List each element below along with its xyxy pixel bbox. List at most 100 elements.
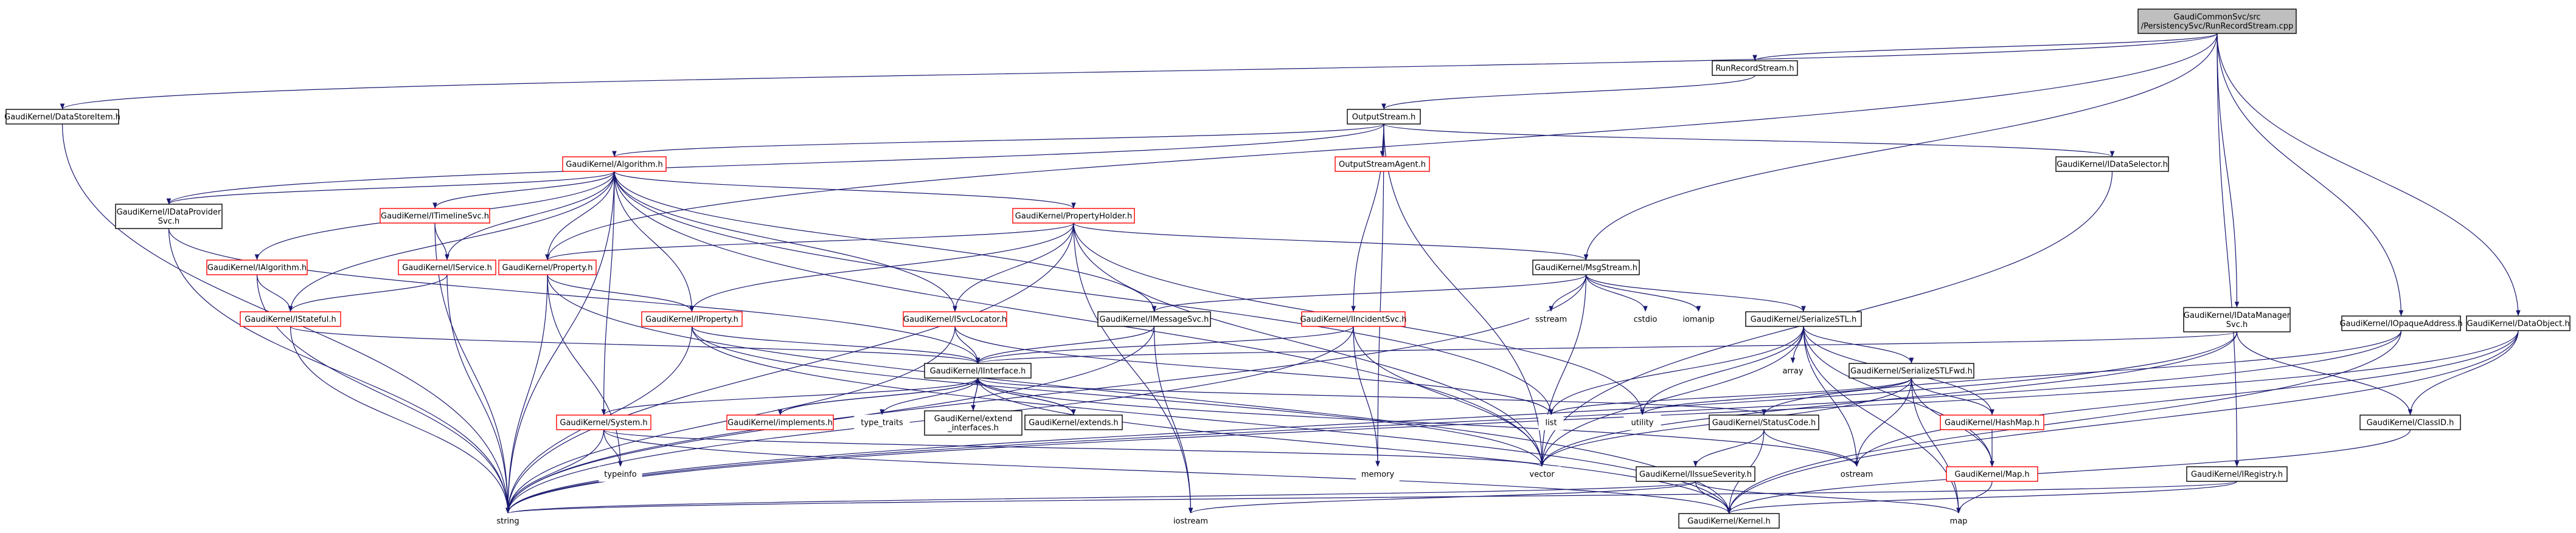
node-label-runrecordstream: RunRecordStream.h bbox=[1715, 64, 1794, 74]
node-serializestlfwd[interactable]: GaudiKernel/SerializeSTLFwd.h bbox=[1849, 363, 1974, 379]
node-ialgorithm[interactable]: GaudiKernel/IAlgorithm.h bbox=[206, 260, 308, 275]
node-label-istateful: GaudiKernel/IStateful.h bbox=[245, 315, 336, 325]
node-label-extend-interfaces: _interfaces.h bbox=[947, 424, 999, 433]
edge-algorithm-to-list bbox=[614, 171, 1554, 416]
node-datastoreitem[interactable]: GaudiKernel/DataStoreItem.h bbox=[4, 109, 120, 125]
edge-serializestl-to-serializestlfwd bbox=[1803, 326, 1914, 364]
edge-serializestl-to-map bbox=[1803, 326, 1961, 514]
node-box-statuscode bbox=[1709, 414, 1819, 430]
node-iincidentsvc[interactable]: GaudiKernel/IIncidentSvc.h bbox=[1300, 311, 1407, 327]
node-istateful[interactable]: GaudiKernel/IStateful.h bbox=[240, 311, 341, 327]
edge-imessagesvc-to-iostream bbox=[1153, 326, 1193, 514]
node-algorithm[interactable]: GaudiKernel/Algorithm.h bbox=[562, 156, 667, 172]
node-label-imessagesvc: GaudiKernel/IMessageSvc.h bbox=[1100, 315, 1209, 325]
node-extend-interfaces[interactable]: GaudiKernel/extend_interfaces.h bbox=[924, 410, 1022, 436]
node-label-extend-interfaces: GaudiKernel/extend bbox=[934, 414, 1012, 424]
edge-istateful-to-string bbox=[290, 326, 510, 514]
node-sstream: sstream bbox=[1529, 311, 1573, 327]
edge-system-to-typeinfo bbox=[603, 429, 623, 467]
node-label-iincidentsvc: GaudiKernel/IIncidentSvc.h bbox=[1300, 315, 1406, 325]
node-cstdio: cstdio bbox=[1626, 311, 1664, 327]
node-implements[interactable]: GaudiKernel/implements.h bbox=[726, 414, 834, 430]
edge-msgstream-to-sstream bbox=[1549, 274, 1587, 312]
node-kernel[interactable]: GaudiKernel/Kernel.h bbox=[1678, 513, 1780, 529]
edge-serializestl-to-list bbox=[1549, 326, 1804, 416]
node-iinterface[interactable]: GaudiKernel/IInterface.h bbox=[924, 363, 1032, 379]
node-statuscode[interactable]: GaudiKernel/StatusCode.h bbox=[1709, 414, 1819, 430]
node-label-property: GaudiKernel/Property.h bbox=[502, 264, 593, 273]
edge-outputstream-to-iincidentsvc bbox=[1351, 123, 1384, 312]
edge-property-to-kernel bbox=[547, 274, 1732, 514]
node-box-string bbox=[486, 513, 530, 529]
node-string: string bbox=[486, 513, 530, 529]
node-label-idatamanagersvc: Svc.h bbox=[2226, 320, 2248, 329]
edge-algorithm-to-iproperty bbox=[614, 171, 695, 312]
node-label-ialgorithm: GaudiKernel/IAlgorithm.h bbox=[207, 264, 307, 273]
node-root[interactable]: GaudiCommonSvc/src/PersistencySvc/RunRec… bbox=[2137, 9, 2297, 34]
node-label-typeinfo: typeinfo bbox=[604, 470, 636, 480]
node-iregistry[interactable]: GaudiKernel/IRegistry.h bbox=[2186, 466, 2288, 482]
node-label-map-h: GaudiKernel/Map.h bbox=[1954, 470, 2029, 480]
edge-msgstream-to-iomanip bbox=[1585, 274, 1701, 312]
node-extends[interactable]: GaudiKernel/extends.h bbox=[1024, 414, 1123, 430]
node-classid[interactable]: GaudiKernel/ClassID.h bbox=[2359, 414, 2461, 430]
node-runrecordstream[interactable]: RunRecordStream.h bbox=[1712, 60, 1798, 76]
edge-msgstream-to-imessagesvc bbox=[1151, 274, 1587, 312]
node-box-iomanip bbox=[1675, 311, 1722, 327]
edge-msgstream-to-vector bbox=[1540, 274, 1587, 467]
node-outputstream[interactable]: OutputStream.h bbox=[1347, 109, 1421, 125]
node-serializestl[interactable]: GaudiKernel/SerializeSTL.h bbox=[1745, 311, 1862, 327]
edge-algorithm-to-property bbox=[545, 171, 615, 261]
node-box-ostream bbox=[1836, 466, 1877, 482]
node-outputstreamagent[interactable]: OutputStreamAgent.h bbox=[1335, 156, 1430, 172]
node-box-algorithm bbox=[562, 156, 667, 172]
node-dataobject[interactable]: GaudiKernel/DataObject.h bbox=[2466, 315, 2571, 331]
node-box-property bbox=[498, 260, 597, 275]
node-iissueseverity[interactable]: GaudiKernel/IIssueSeverity.h bbox=[1636, 466, 1755, 482]
node-label-iproperty: GaudiKernel/IProperty.h bbox=[645, 315, 738, 325]
node-iopaqueaddress[interactable]: GaudiKernel/IOpaqueAddress.h bbox=[2339, 315, 2463, 331]
node-property[interactable]: GaudiKernel/Property.h bbox=[498, 260, 597, 275]
edge-root-to-iopaqueaddress bbox=[2217, 33, 2404, 317]
node-idataselector[interactable]: GaudiKernel/IDataSelector.h bbox=[2055, 156, 2169, 172]
node-box-iincidentsvc bbox=[1301, 311, 1406, 327]
edge-serializestl-to-map_h bbox=[1803, 326, 1994, 467]
node-iservice[interactable]: GaudiKernel/IService.h bbox=[398, 260, 496, 275]
edge-outputstream-to-algorithm bbox=[612, 123, 1384, 157]
node-msgstream[interactable]: GaudiKernel/MsgStream.h bbox=[1532, 260, 1640, 275]
edge-propertyholder-to-iostream bbox=[1073, 222, 1193, 514]
nodes: GaudiCommonSvc/src/PersistencySvc/RunRec… bbox=[4, 9, 2571, 529]
node-array: array bbox=[1776, 363, 1810, 379]
node-imessagesvc[interactable]: GaudiKernel/IMessageSvc.h bbox=[1097, 311, 1211, 327]
node-map-h[interactable]: GaudiKernel/Map.h bbox=[1946, 466, 2038, 482]
node-hashmap[interactable]: GaudiKernel/HashMap.h bbox=[1940, 414, 2044, 430]
edge-outputstream-to-idataprovidersvc bbox=[166, 123, 1384, 205]
node-propertyholder[interactable]: GaudiKernel/PropertyHolder.h bbox=[1012, 208, 1135, 224]
node-label-iregistry: GaudiKernel/IRegistry.h bbox=[2191, 470, 2283, 480]
node-label-root: /PersistencySvc/RunRecordStream.cpp bbox=[2141, 22, 2294, 31]
edge-iinterface-to-statuscode bbox=[977, 377, 1766, 416]
node-itimelinesvc[interactable]: GaudiKernel/ITimelineSvc.h bbox=[380, 208, 490, 224]
edge-iservice-to-istateful bbox=[288, 274, 448, 312]
node-label-classid: GaudiKernel/ClassID.h bbox=[2367, 419, 2454, 428]
edge-iproperty-to-vector bbox=[691, 326, 1544, 467]
edge-outputstream-to-idataselector bbox=[1383, 123, 2114, 157]
edge-algorithm-to-istateful bbox=[288, 171, 615, 312]
node-label-memory: memory bbox=[1361, 470, 1395, 480]
node-isvclocator[interactable]: GaudiKernel/ISvcLocator.h bbox=[903, 311, 1007, 327]
node-label-algorithm: GaudiKernel/Algorithm.h bbox=[566, 160, 662, 170]
node-iproperty[interactable]: GaudiKernel/IProperty.h bbox=[641, 311, 743, 327]
edge-statuscode-to-iissueseverity bbox=[1693, 429, 1765, 467]
node-label-vector: vector bbox=[1529, 470, 1555, 480]
node-box-ialgorithm bbox=[206, 260, 308, 275]
edge-root-to-idatamanagersvc bbox=[2217, 33, 2240, 308]
edge-implements-to-iinterface bbox=[779, 377, 981, 416]
edge-idataprovidersvc-to-string bbox=[168, 228, 510, 514]
node-system[interactable]: GaudiKernel/System.h bbox=[556, 414, 651, 430]
edge-serializestl-to-vector bbox=[1540, 326, 1804, 467]
edge-iproperty-to-kernel bbox=[691, 326, 1732, 514]
edge-algorithm-to-iservice bbox=[445, 171, 615, 261]
